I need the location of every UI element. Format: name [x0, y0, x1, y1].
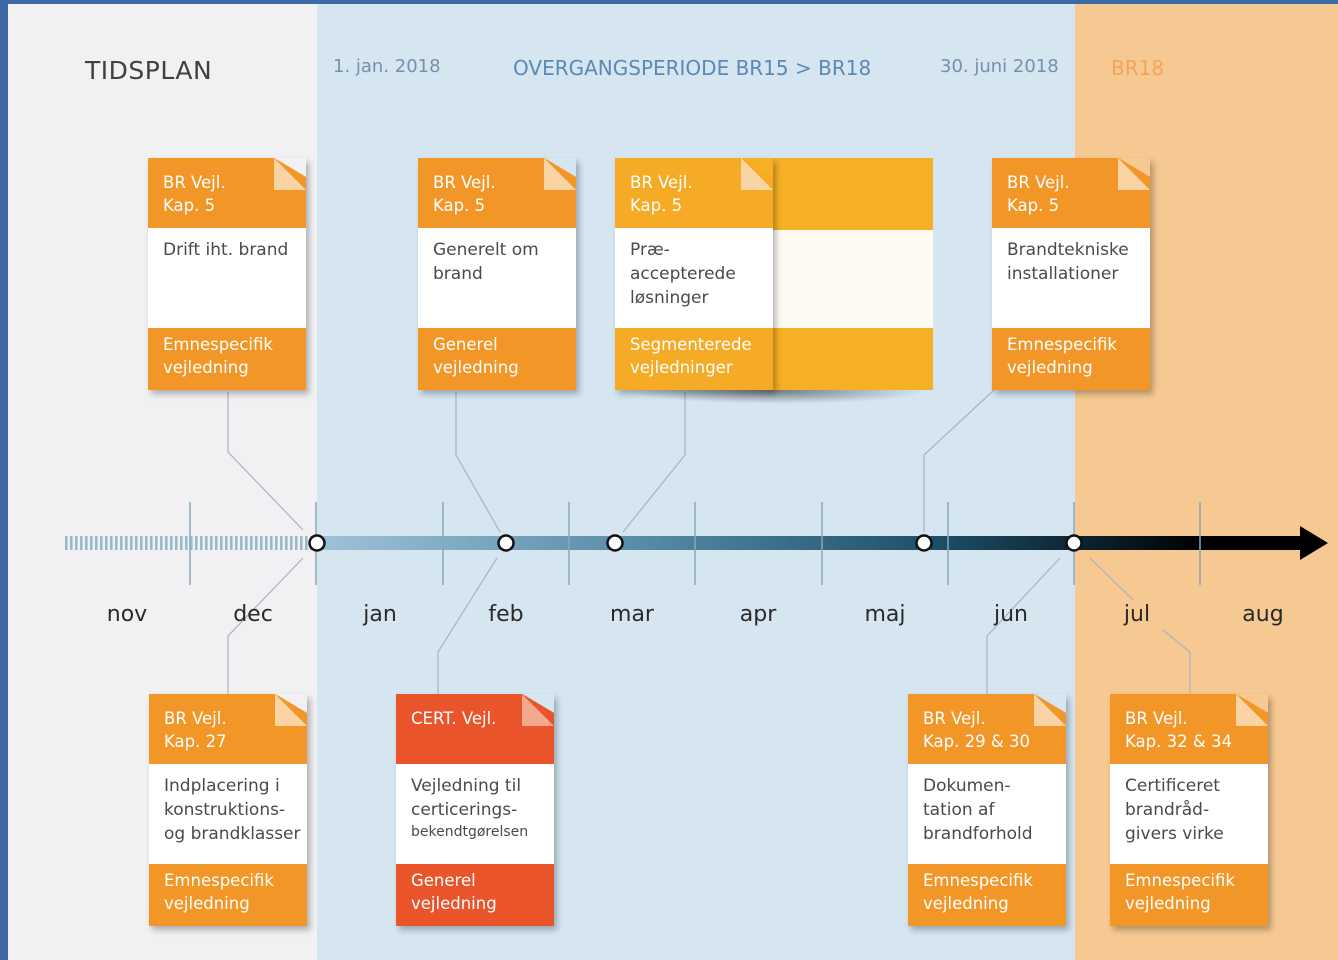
page-corner-fold: [275, 694, 307, 726]
timeline-marker: [1065, 534, 1083, 552]
card-body: Brandtekniske installationer: [992, 228, 1150, 328]
connector-line: [437, 557, 498, 694]
card-footer: Emnespecifik vejledning: [148, 328, 306, 390]
card-title: BR Vejl. Kap. 5: [163, 173, 226, 215]
guide-card[interactable]: BR Vejl. Kap. 5 Generelt om brand Genere…: [418, 158, 576, 390]
timeline-arrowhead: [1300, 526, 1328, 560]
card-type: Emnespecifik vejledning: [1125, 871, 1235, 913]
guide-card[interactable]: BR Vejl. Kap. 27 Indplacering i konstruk…: [149, 694, 307, 926]
connector-line: [1162, 629, 1191, 694]
timeline-marker: [915, 534, 933, 552]
timeline-marker: [497, 534, 515, 552]
card-subject: Præ- accepterede løsninger: [630, 240, 736, 308]
connector-line: [923, 389, 995, 532]
connector-line: [455, 392, 501, 533]
month-label: mar: [610, 602, 654, 627]
card-footer: Emnespecifik vejledning: [992, 328, 1150, 390]
card-subject: Generelt om brand: [433, 240, 539, 284]
card-type: Emnespecifik vejledning: [164, 871, 274, 913]
card-footer: Emnespecifik vejledning: [1110, 864, 1268, 926]
card-title: BR Vejl. Kap. 32 & 34: [1125, 709, 1232, 751]
card-footer: Generel vejledning: [418, 328, 576, 390]
card-body: Præ- accepterede løsninger: [615, 228, 773, 328]
card-subject: Drift iht. brand: [163, 240, 289, 260]
timeline-dashed-lead: [64, 536, 314, 550]
card-type: Emnespecifik vejledning: [1007, 335, 1117, 377]
connector-line: [227, 392, 304, 531]
transition-end-date: 30. juni 2018: [940, 56, 1059, 77]
connector-line: [227, 557, 304, 694]
page-corner-fold: [522, 694, 554, 726]
card-body: Drift iht. brand: [148, 228, 306, 328]
card-title: BR Vejl. Kap. 5: [433, 173, 496, 215]
card-subject: Dokumen- tation af brandforhold: [923, 776, 1033, 844]
month-label: jan: [363, 602, 397, 627]
card-header: BR Vejl. Kap. 5: [148, 158, 306, 228]
br18-label: BR18: [1111, 56, 1165, 80]
month-label: nov: [106, 602, 148, 627]
guide-card[interactable]: CERT. Vejl. Vejledning til certicerings-…: [396, 694, 554, 926]
card-subject: Certificeret brandråd- givers virke: [1125, 776, 1224, 844]
transition-period-label: OVERGANGSPERIODE BR15 > BR18: [513, 56, 872, 80]
timeline-marker: [606, 534, 624, 552]
card-title: BR Vejl. Kap. 29 & 30: [923, 709, 1030, 751]
card-subject-small: bekendtgørelsen: [411, 824, 529, 840]
guide-card[interactable]: BR Vejl. Kap. 5 Drift iht. brand Emnespe…: [148, 158, 306, 390]
card-subject: Vejledning til certicerings-: [411, 776, 522, 820]
month-label: apr: [739, 602, 777, 627]
card-footer: Segmenterede vejledninger: [615, 328, 773, 390]
card-type: Generel vejledning: [433, 335, 519, 377]
transition-start-date: 1. jan. 2018: [333, 56, 441, 77]
guide-card[interactable]: BR Vejl. Kap. 5 Brandtekniske installati…: [992, 158, 1150, 390]
card-footer: Emnespecifik vejledning: [149, 864, 307, 926]
card-body: Dokumen- tation af brandforhold: [908, 764, 1066, 864]
card-title: CERT. Vejl.: [411, 709, 497, 728]
month-label: aug: [1242, 602, 1284, 627]
guide-card[interactable]: BR Vejl. Kap. 32 & 34 Certificeret brand…: [1110, 694, 1268, 926]
card-title: BR Vejl. Kap. 5: [630, 173, 693, 215]
month-label: jun: [994, 602, 1028, 627]
connector-line: [1089, 557, 1134, 601]
month-label: jul: [1123, 602, 1151, 627]
card-title: BR Vejl. Kap. 27: [164, 709, 227, 751]
month-label: feb: [488, 602, 524, 627]
card-footer: Emnespecifik vejledning: [908, 864, 1066, 926]
card-subject: Brandtekniske installationer: [1007, 240, 1129, 284]
timeline-bar: [316, 536, 1201, 550]
card-body: Vejledning til certicerings- bekendtgøre…: [396, 764, 554, 864]
timeline-arrow-shaft: [1200, 536, 1305, 550]
card-body: Generelt om brand: [418, 228, 576, 328]
card-title: BR Vejl. Kap. 5: [1007, 173, 1070, 215]
card-type: Generel vejledning: [411, 871, 497, 913]
card-subject: Indplacering i konstruktions- og brandkl…: [164, 776, 301, 844]
card-body: Indplacering i konstruktions- og brandkl…: [149, 764, 307, 864]
card-type: Segmenterede vejledninger: [630, 335, 752, 377]
card-type: Emnespecifik vejledning: [163, 335, 273, 377]
month-label: dec: [233, 602, 273, 627]
guide-card[interactable]: BR Vejl. Kap. 5 Præ- accepterede løsning…: [615, 158, 773, 390]
connector-line: [622, 392, 686, 533]
diagram-title: TIDSPLAN: [85, 56, 213, 85]
connector-line: [986, 557, 1061, 694]
month-label: maj: [864, 602, 906, 627]
card-type: Emnespecifik vejledning: [923, 871, 1033, 913]
card-body: Certificeret brandråd- givers virke: [1110, 764, 1268, 864]
timeline-marker: [308, 534, 326, 552]
card-header: BR Vejl. Kap. 32 & 34: [1110, 694, 1268, 764]
card-footer: Generel vejledning: [396, 864, 554, 926]
guide-card[interactable]: BR Vejl. Kap. 29 & 30 Dokumen- tation af…: [908, 694, 1066, 926]
